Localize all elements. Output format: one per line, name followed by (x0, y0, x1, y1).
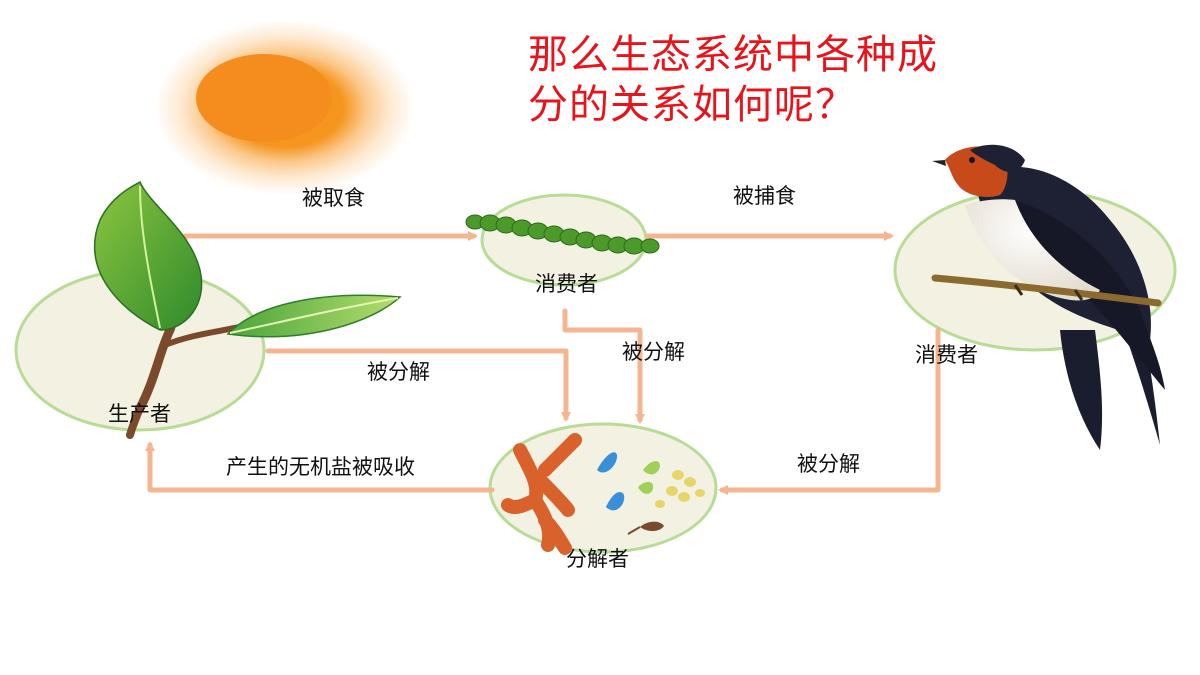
decomposer-circle (488, 422, 718, 554)
label-decomposer: 分解者 (566, 547, 629, 571)
arrow-decomposed-left (265, 348, 571, 422)
label-decomposed-left: 被分解 (367, 360, 430, 384)
label-decomposed-right: 被分解 (797, 452, 860, 476)
question-text: 那么生态系统中各种成 分的关系如何呢？ (528, 30, 988, 130)
label-absorbed: 产生的无机盐被吸收 (226, 455, 415, 479)
swallow-icon (931, 144, 1165, 450)
question-line-1: 那么生态系统中各种成 (528, 32, 938, 78)
arrow-decomposed-right (718, 327, 941, 495)
arrow-absorbed (145, 441, 495, 493)
decomposer-organisms-icon (501, 433, 705, 555)
plant-icon (94, 180, 402, 439)
label-consumer-secondary: 消费者 (915, 343, 978, 367)
arrow-eaten (182, 231, 478, 248)
caterpillar-icon (465, 214, 660, 255)
label-decomposed-mid: 被分解 (622, 340, 685, 364)
label-preyed: 被捕食 (733, 184, 796, 208)
label-consumer-primary: 消费者 (535, 272, 598, 296)
question-line-2: 分的关系如何呢？ (528, 82, 856, 128)
label-eaten: 被取食 (302, 186, 365, 210)
label-producer: 生产者 (108, 402, 171, 426)
sun-icon (155, 20, 415, 195)
arrow-decomposed-mid (562, 308, 645, 424)
